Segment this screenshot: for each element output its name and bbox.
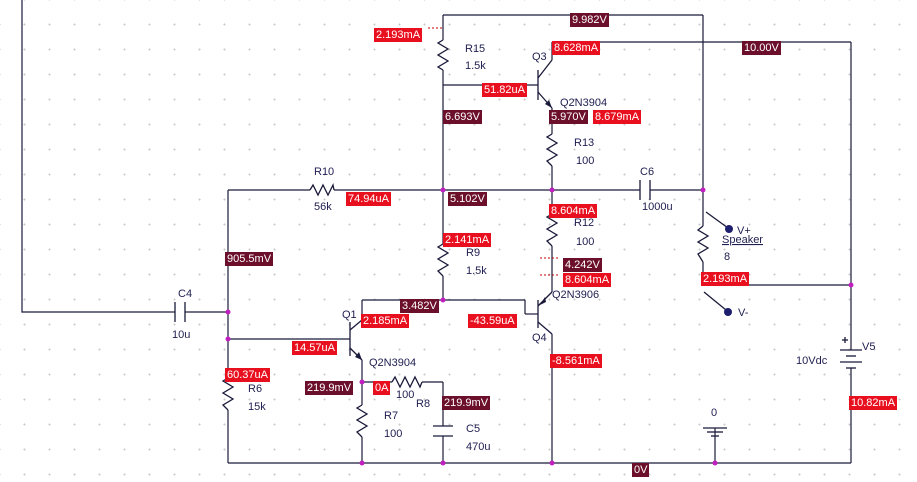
tag-r10-current: 74.94uA [346, 192, 391, 206]
r10-value: 56k [314, 201, 332, 213]
resistor-r7[interactable] [355, 404, 369, 438]
r12-name: R12 [574, 217, 594, 229]
tag-q4e-current: 8.604mA [563, 273, 612, 287]
tag-q1b-current: 14.57uA [292, 341, 337, 355]
r7-name: R7 [384, 410, 398, 422]
resistor-r9[interactable] [436, 243, 450, 277]
speaker-name: Speaker [722, 234, 763, 246]
resistor-r15[interactable] [436, 39, 450, 71]
tag-q4e-voltage: 4.242V [563, 258, 602, 272]
q4-name: Q4 [532, 332, 547, 344]
tag-ground-voltage: 0V [632, 463, 650, 477]
r9-name: R9 [466, 247, 480, 259]
tag-v5-current: 10.82mA [849, 396, 898, 410]
q3-model: Q2N3904 [560, 97, 607, 109]
r13-value: 100 [576, 155, 594, 167]
tag-q1e-voltage: 219.9mV [305, 381, 354, 395]
transistor-q4[interactable] [524, 291, 553, 335]
resistor-r8[interactable] [391, 375, 423, 389]
transistor-q3[interactable] [537, 59, 553, 109]
r6-value: 15k [248, 401, 266, 413]
transistor-q1[interactable] [349, 319, 363, 361]
r15-name: R15 [465, 43, 485, 55]
r13-name: R13 [574, 137, 594, 149]
r12-value: 100 [576, 236, 594, 248]
ground-symbol [703, 427, 727, 437]
capacitor-c6[interactable] [639, 180, 651, 200]
tag-q4c-current: -8.561mA [550, 354, 602, 368]
speaker-coil[interactable] [696, 225, 710, 263]
resistor-r12[interactable] [545, 213, 559, 247]
r6-name: R6 [248, 383, 262, 395]
junction-dots [225, 187, 854, 466]
tag-q3e-current: 8.679mA [593, 110, 642, 124]
tag-q3c-current: 8.628mA [552, 41, 601, 55]
c5-value: 470u [466, 441, 490, 453]
c6-value: 1000u [642, 201, 673, 213]
q1-name: Q1 [342, 309, 357, 321]
r10-name: R10 [314, 166, 334, 178]
tag-speaker-current: 2.193mA [701, 272, 750, 286]
tag-c4-voltage: 905.5mV [225, 252, 274, 266]
tag-r8-current: 0A [373, 381, 391, 395]
c4-name: C4 [178, 288, 192, 300]
tag-top-voltage: 9.982V [570, 13, 609, 27]
tag-q4b-current: -43.59uA [468, 314, 517, 328]
r8-name: R8 [416, 398, 430, 410]
r8-value: 100 [396, 389, 414, 401]
v5-name: V5 [862, 341, 875, 353]
q4-model: Q2N3906 [552, 289, 599, 301]
resistor-r10[interactable] [309, 183, 335, 197]
tag-out-voltage: 5.102V [448, 192, 487, 206]
c6-name: C6 [640, 166, 654, 178]
tag-q1c-current: 2.185mA [361, 314, 410, 328]
r9-value: 1.5k [466, 265, 487, 277]
r15-value: 1.5k [465, 60, 486, 72]
probe-vplus[interactable] [705, 211, 733, 233]
probe-vminus[interactable] [703, 291, 732, 316]
q1-model: Q2N3904 [369, 357, 416, 369]
part-labels: R15 1.5k Q3 Q2N3904 R13 100 R10 56k C6 1… [172, 43, 875, 453]
tag-q3e-voltage: 5.970V [549, 110, 588, 124]
tag-r12-current: 8.604mA [549, 204, 598, 218]
speaker-value: 8 [724, 251, 730, 263]
tag-q3b-current: 51.82uA [482, 83, 527, 97]
capacitor-c4[interactable] [170, 302, 190, 322]
resistor-r13[interactable] [545, 133, 559, 167]
battery-v5[interactable] [840, 337, 862, 376]
resistor-r6[interactable] [221, 377, 235, 411]
tag-c5-voltage: 219.9mV [442, 396, 491, 410]
capacitor-c5[interactable] [433, 425, 453, 437]
probe-lines [428, 27, 560, 276]
c4-value: 10u [172, 329, 190, 341]
tag-r15-current: 2.193mA [374, 28, 423, 42]
vplus-label: V+ [737, 225, 751, 237]
v5-value: 10Vdc [796, 355, 828, 367]
tag-r9-current: 2.141mA [443, 233, 492, 247]
tag-r6-current: 60.37uA [225, 368, 270, 382]
tag-q3b-voltage: 6.693V [443, 110, 482, 124]
q3-name: Q3 [532, 51, 547, 63]
ground-label: 0 [711, 407, 717, 419]
c5-name: C5 [466, 423, 480, 435]
r7-value: 100 [384, 428, 402, 440]
tag-q1c-voltage: 3.482V [400, 299, 439, 313]
tag-supply-voltage: 10.00V [742, 41, 781, 55]
vminus-label: V- [738, 307, 749, 319]
